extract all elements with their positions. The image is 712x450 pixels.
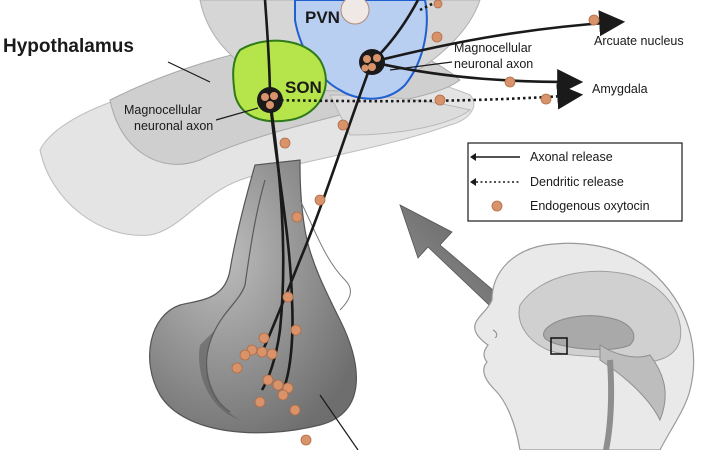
head-highlight-box xyxy=(550,337,568,355)
axon-to-arcuate xyxy=(371,10,626,64)
axon-pvn-down xyxy=(260,61,374,353)
legend-dendritic-label: Dendritic release xyxy=(530,175,624,189)
axon-son-down-2 xyxy=(260,99,285,391)
amygdala-label: Amygdala xyxy=(592,82,648,96)
hypothalamus-pointer xyxy=(167,61,211,83)
axon-to-amygdala xyxy=(371,60,584,95)
pituitary-pointer xyxy=(319,394,359,450)
oxytocin-dots xyxy=(231,0,600,446)
pvn-nucleus: PVN xyxy=(294,0,428,100)
pituitary-gland xyxy=(149,159,357,434)
magno-right-line1: Magnocellular xyxy=(454,41,532,55)
son-shape xyxy=(232,39,327,123)
magno-left-line2: neuronal axon xyxy=(134,119,213,133)
pvn-vesicle-cluster xyxy=(340,0,370,25)
pvn-label: PVN xyxy=(305,8,340,27)
hypothalamus-label: Hypothalamus xyxy=(3,36,134,57)
magno-left-pointer xyxy=(215,107,259,121)
magno-left-line1: Magnocellular xyxy=(124,103,202,117)
arcuate-label: Arcuate nucleus xyxy=(594,34,684,48)
son-cell-body xyxy=(257,87,283,113)
legend-oxytocin-label: Endogenous oxytocin xyxy=(530,199,650,213)
legend: Axonal release Dendritic release Endogen… xyxy=(467,142,683,222)
son-nucleus: SON xyxy=(232,39,327,123)
dendrite-son-amygdala xyxy=(269,83,584,110)
cell-bodies xyxy=(257,49,385,113)
magno-right-line2: neuronal axon xyxy=(454,57,533,71)
legend-axonal-label: Axonal release xyxy=(530,150,613,164)
magno-right-pointer xyxy=(389,61,453,71)
son-label: SON xyxy=(285,78,322,97)
legend-oxytocin-dot xyxy=(491,200,503,212)
pvn-cell-body xyxy=(359,49,385,75)
head-silhouette xyxy=(474,242,695,450)
